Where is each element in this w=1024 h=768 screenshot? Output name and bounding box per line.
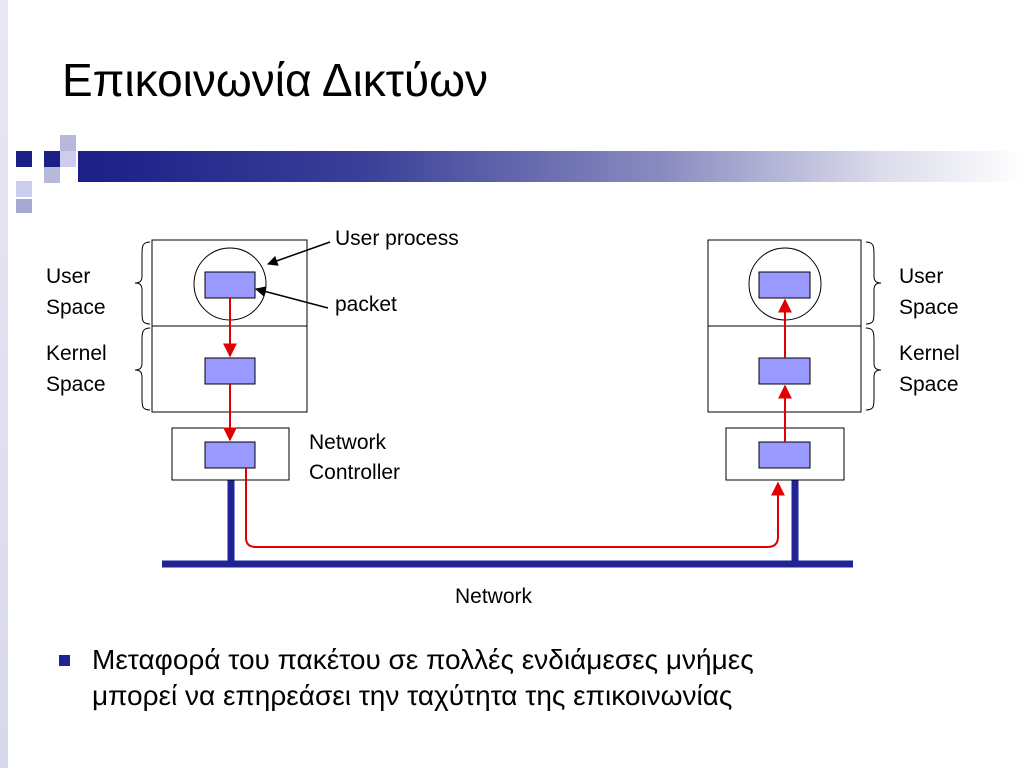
left-user-space-label-line-2: Space bbox=[46, 296, 106, 319]
left-user-space-label-line-1: User bbox=[46, 265, 90, 288]
square-bullet-icon bbox=[59, 655, 70, 666]
title-square-decoration bbox=[16, 135, 76, 213]
user-process-label: User process bbox=[335, 227, 459, 250]
right-kernel-space-label-line-2: Space bbox=[899, 373, 959, 396]
packet-callout-arrow bbox=[254, 286, 329, 309]
left-edge-decoration bbox=[0, 0, 8, 768]
right-kernel-space-label-line-1: Kernel bbox=[899, 342, 960, 365]
right-user-space-label-line-1: User bbox=[899, 265, 943, 288]
network-controller-label-line-2: Controller bbox=[309, 461, 400, 484]
left-user-space-brace bbox=[134, 241, 151, 325]
right-user-space-brace bbox=[865, 241, 882, 325]
right-kernel-packet bbox=[758, 357, 811, 385]
network-transfer-arrow bbox=[245, 468, 785, 548]
title-underline-bar bbox=[78, 151, 1024, 182]
bullet-text-line-1: Μεταφορά του πακέτου σε πολλές ενδιάμεσε… bbox=[92, 644, 754, 675]
user-process-callout-arrow bbox=[267, 241, 331, 266]
network-controller-label-line-1: Network bbox=[309, 431, 387, 454]
packet-label: packet bbox=[335, 293, 397, 316]
left-user-packet bbox=[204, 271, 256, 299]
bullet-item: Μεταφορά του πακέτου σε πολλές ενδιάμεσε… bbox=[52, 642, 952, 714]
right-user-space-label-line-2: Space bbox=[899, 296, 959, 319]
right-user-packet bbox=[758, 271, 811, 299]
left-kernel-packet bbox=[204, 357, 256, 385]
left-kernel-space-label-line-1: Kernel bbox=[46, 342, 107, 365]
left-controller-packet bbox=[204, 441, 256, 469]
right-controller-packet bbox=[758, 441, 811, 469]
left-kernel-space-label-line-2: Space bbox=[46, 373, 106, 396]
bullet-list: Μεταφορά του πακέτου σε πολλές ενδιάμεσε… bbox=[52, 642, 952, 714]
left-kernel-space-brace bbox=[134, 327, 151, 411]
bullet-text-line-2: μπορεί να επηρεάσει την ταχύτητα της επι… bbox=[92, 680, 733, 711]
network-label: Network bbox=[455, 585, 533, 608]
right-kernel-space-brace bbox=[865, 327, 882, 411]
slide-title: Επικοινωνία Δικτύων bbox=[62, 54, 489, 106]
